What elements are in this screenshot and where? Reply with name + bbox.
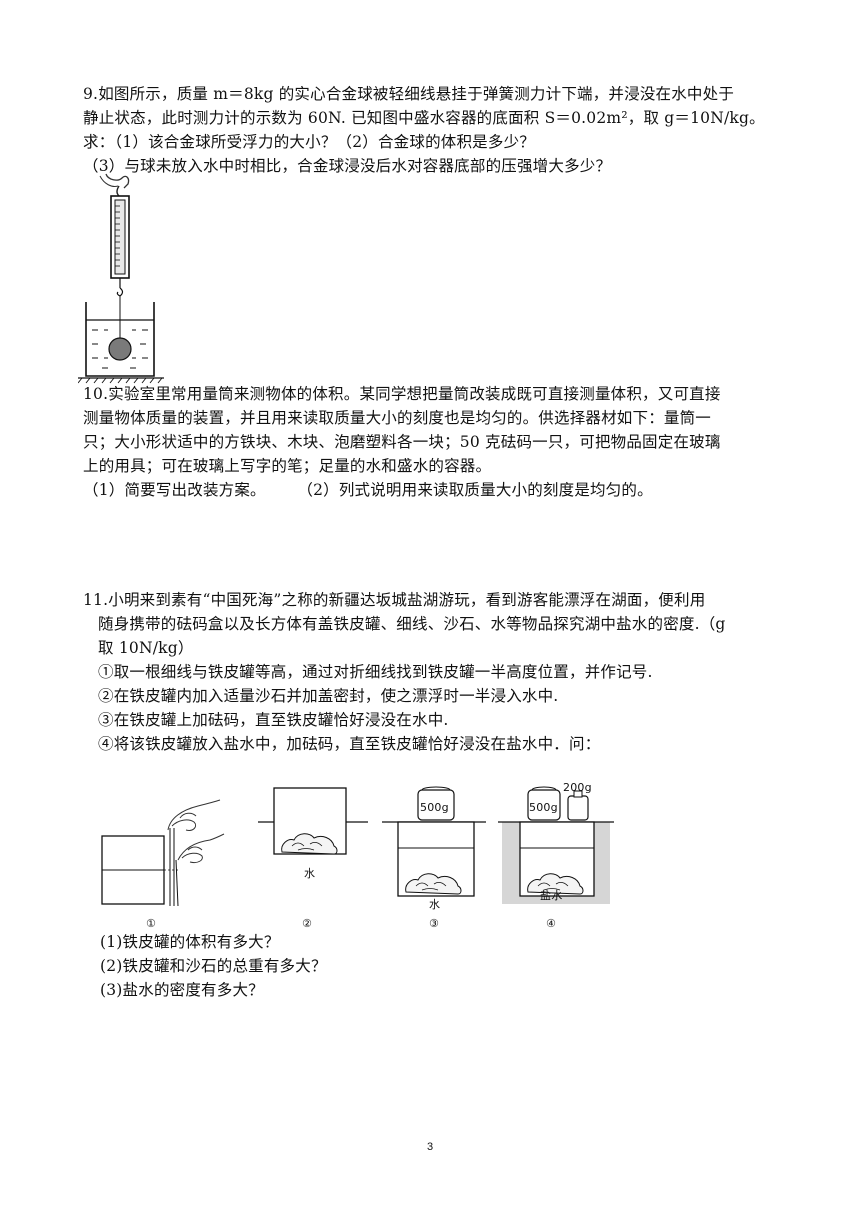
q10-line-5: （1）简要写出改装方案。 （2）列式说明用来读取质量大小的刻度是均匀的。 bbox=[83, 481, 653, 499]
q9-line-4: （3）与球未放入水中时相比，合金球浸没后水对容器底部的压强增大多少？ bbox=[83, 157, 612, 175]
label-water-panel-3: 水 bbox=[429, 898, 441, 911]
label-water-panel-2: 水 bbox=[304, 867, 316, 880]
q9-line-1: 9.如图所示，质量 m＝8kg 的实心合金球被轻细线悬挂于弹簧测力计下端，并浸没… bbox=[83, 85, 735, 103]
q11-step-4: ④将该铁皮罐放入盐水中，加砝码，直至铁皮罐恰好浸没在盐水中．问： bbox=[98, 735, 601, 753]
q9-line-3: 求：（1）该合金球所受浮力的大小？（2）合金球的体积是多少？ bbox=[83, 133, 535, 151]
caption-1: ① bbox=[146, 917, 157, 930]
caption-2: ② bbox=[302, 917, 313, 930]
panel-4-can-salt-water bbox=[498, 786, 614, 904]
q11-step-3: ③在铁皮罐上加砝码，直至铁皮罐恰好浸没在水中. bbox=[98, 711, 449, 729]
caption-4: ④ bbox=[546, 917, 557, 930]
panel-2-floating-can bbox=[258, 787, 368, 855]
q11-sub-3: (3)盐水的密度有多大？ bbox=[100, 981, 264, 999]
label-weight-500g-panel-3: 500g bbox=[420, 801, 449, 814]
q11-line-3: 取 10N/kg） bbox=[98, 639, 194, 657]
label-weight-200g-panel-4: 200g bbox=[563, 781, 592, 794]
q11-sub-1: (1)铁皮罐的体积有多大？ bbox=[100, 933, 280, 951]
q11-step-2: ②在铁皮罐内加入适量沙石并加盖密封，使之漂浮时一半浸入水中. bbox=[98, 687, 559, 705]
q11-sub-2: (2)铁皮罐和沙石的总重有多大？ bbox=[100, 957, 327, 975]
panel-3-can-500g-water bbox=[382, 786, 486, 897]
q11-line-1: 11.小明来到素有“中国死海”之称的新疆达坂城盐湖游玩，看到游客能漂浮在湖面，便… bbox=[83, 591, 706, 609]
q11-step-1: ①取一根细线与铁皮罐等高，通过对折细线找到铁皮罐一半高度位置，并作记号. bbox=[98, 663, 653, 681]
page-number: 3 bbox=[426, 1141, 434, 1153]
panel-1-can-string bbox=[101, 799, 225, 907]
q10-line-2: 测量物体质量的装置，并且用来读取质量大小的刻度也是均匀的。供选择器材如下：量筒一 bbox=[83, 409, 712, 427]
label-salt-water-panel-4: 盐水 bbox=[540, 889, 563, 902]
label-weight-500g-panel-4: 500g bbox=[529, 801, 558, 814]
q10-line-4: 上的用具；可在玻璃上写字的笔；足量的水和盛水的容器。 bbox=[83, 457, 492, 475]
q11-line-2: 随身携带的砝码盒以及长方体有盖铁皮罐、细线、沙石、水等物品探究湖中盐水的密度.（… bbox=[98, 615, 726, 633]
q10-line-3: 只；大小形状适中的方铁块、木块、泡磨塑料各一块；50 克砝码一只，可把物品固定在… bbox=[83, 433, 721, 451]
tin-can-experiment-figure bbox=[101, 786, 614, 907]
q10-line-1: 10.实验室里常用量筒来测物体的体积。某同学想把量筒改装成既可直接测量体积，又可… bbox=[83, 385, 721, 403]
q9-line-2: 静止状态，此时测力计的示数为 60N. 已知图中盛水容器的底面积 S＝0.02m… bbox=[83, 109, 765, 127]
spring-scale-figure bbox=[78, 173, 164, 384]
caption-3: ③ bbox=[429, 917, 440, 930]
